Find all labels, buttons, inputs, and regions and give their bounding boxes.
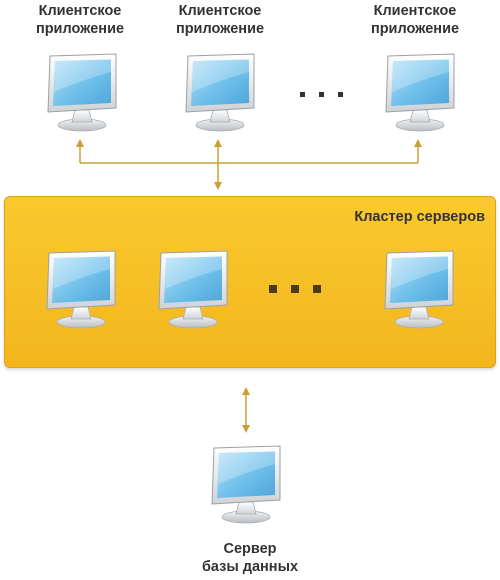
arrow-up-client2	[214, 139, 222, 147]
client-label-2-line1: Клиентское	[178, 3, 262, 19]
server-cluster: Кластер серверов	[4, 196, 496, 368]
client-label-3: Клиентское приложение	[350, 2, 480, 38]
arrow-up-cluster	[242, 387, 250, 395]
client-computer-2-icon	[180, 52, 260, 132]
server-ellipsis	[269, 285, 321, 293]
client-ellipsis	[300, 92, 343, 97]
cluster-title: Кластер серверов	[354, 209, 485, 225]
client-computer-3-icon	[380, 52, 460, 132]
client-label-1: Клиентское приложение	[15, 2, 145, 38]
client-label-2: Клиентское приложение	[155, 2, 285, 38]
client-label-1-line1: Клиентское	[38, 3, 122, 19]
server-3-icon	[379, 249, 459, 329]
client-label-1-line2: приложение	[35, 21, 125, 37]
database-label-line2: базы данных	[201, 559, 299, 575]
server-1-icon	[41, 249, 121, 329]
arrow-down-cluster	[214, 182, 222, 190]
client-label-3-line1: Клиентское	[373, 3, 457, 19]
arrow-down-database	[242, 425, 250, 433]
arrow-up-client3	[414, 139, 422, 147]
client-label-3-line2: приложение	[370, 21, 460, 37]
client-computer-1-icon	[42, 52, 122, 132]
database-label: Сервер базы данных	[190, 540, 310, 576]
database-label-line1: Сервер	[223, 541, 277, 557]
server-2-icon	[153, 249, 233, 329]
arrow-up-client1	[76, 139, 84, 147]
client-label-2-line2: приложение	[175, 21, 265, 37]
database-server-icon	[206, 444, 286, 524]
